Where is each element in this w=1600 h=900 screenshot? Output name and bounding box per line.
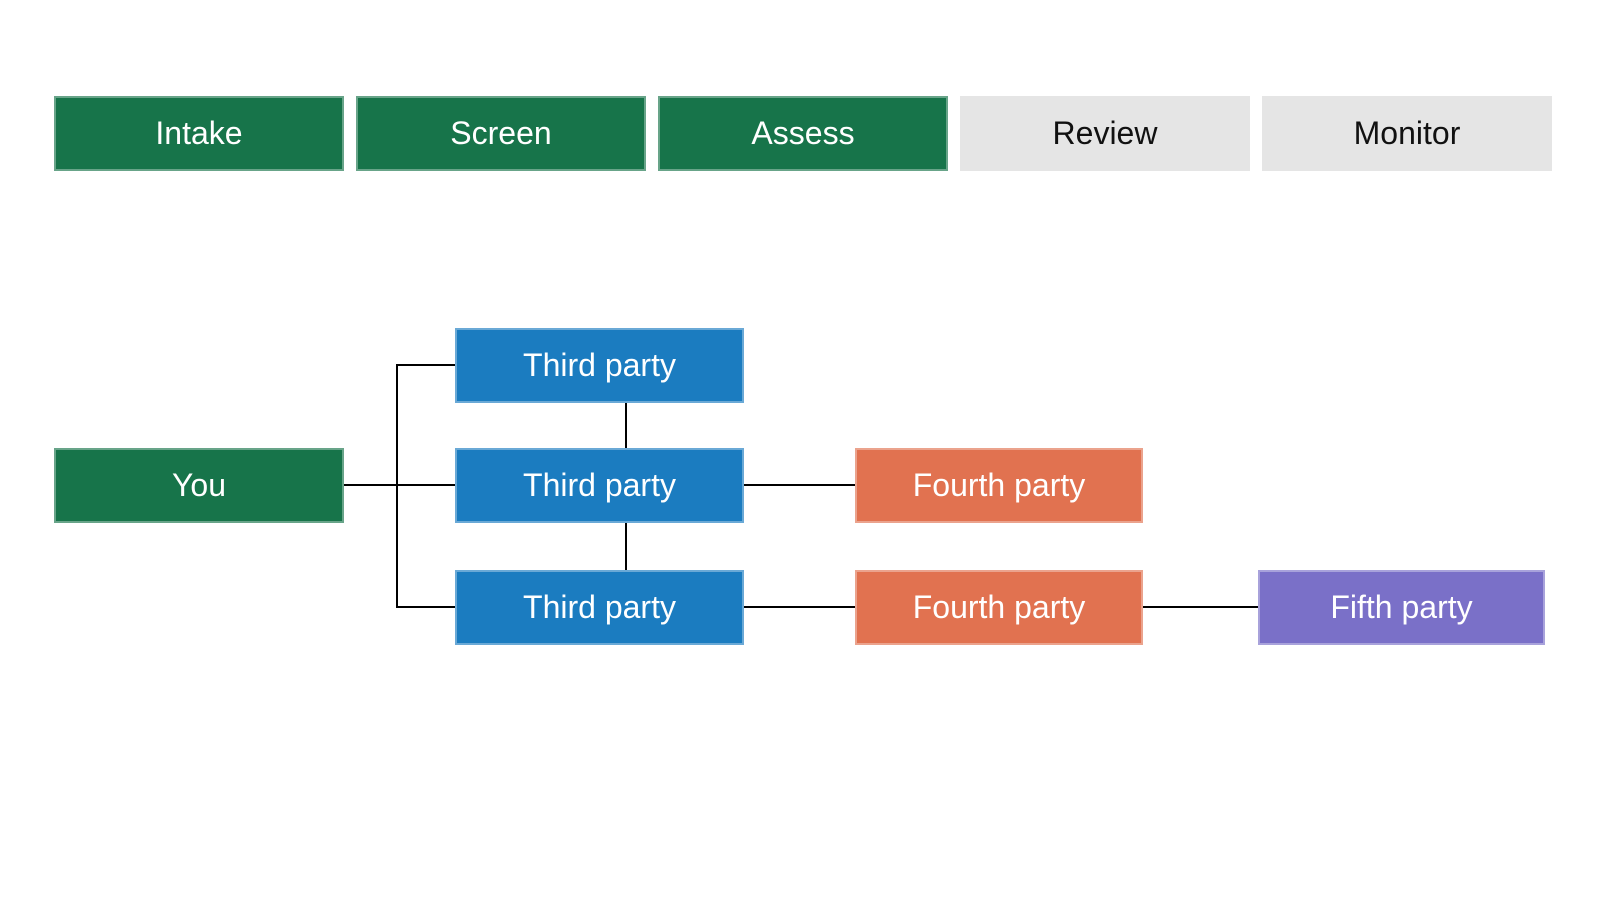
connector-trunk-to-third-party-3: [397, 606, 455, 608]
stage-screen: Screen: [356, 96, 646, 171]
connector-you-to-third-party-2: [344, 484, 455, 486]
connector-third-party-3-to-fourth: [744, 606, 855, 608]
node-third-party-1: Third party: [455, 328, 744, 403]
stage-review: Review: [960, 96, 1250, 171]
node-third-party-2: Third party: [455, 448, 744, 523]
connector-third-party-1-to-2: [625, 402, 627, 448]
stage-intake: Intake: [54, 96, 344, 171]
node-fifth-party: Fifth party: [1258, 570, 1545, 645]
node-fourth-party-2: Fourth party: [855, 570, 1143, 645]
node-you: You: [54, 448, 344, 523]
stage-monitor: Monitor: [1262, 96, 1552, 171]
connector-trunk-vertical: [396, 364, 398, 608]
node-third-party-3: Third party: [455, 570, 744, 645]
connector-third-party-2-to-fourth: [744, 484, 855, 486]
node-fourth-party-1: Fourth party: [855, 448, 1143, 523]
connector-trunk-to-third-party-1: [397, 364, 455, 366]
connector-third-party-2-to-3: [625, 522, 627, 570]
connector-fourth-to-fifth: [1143, 606, 1258, 608]
stage-assess: Assess: [658, 96, 948, 171]
